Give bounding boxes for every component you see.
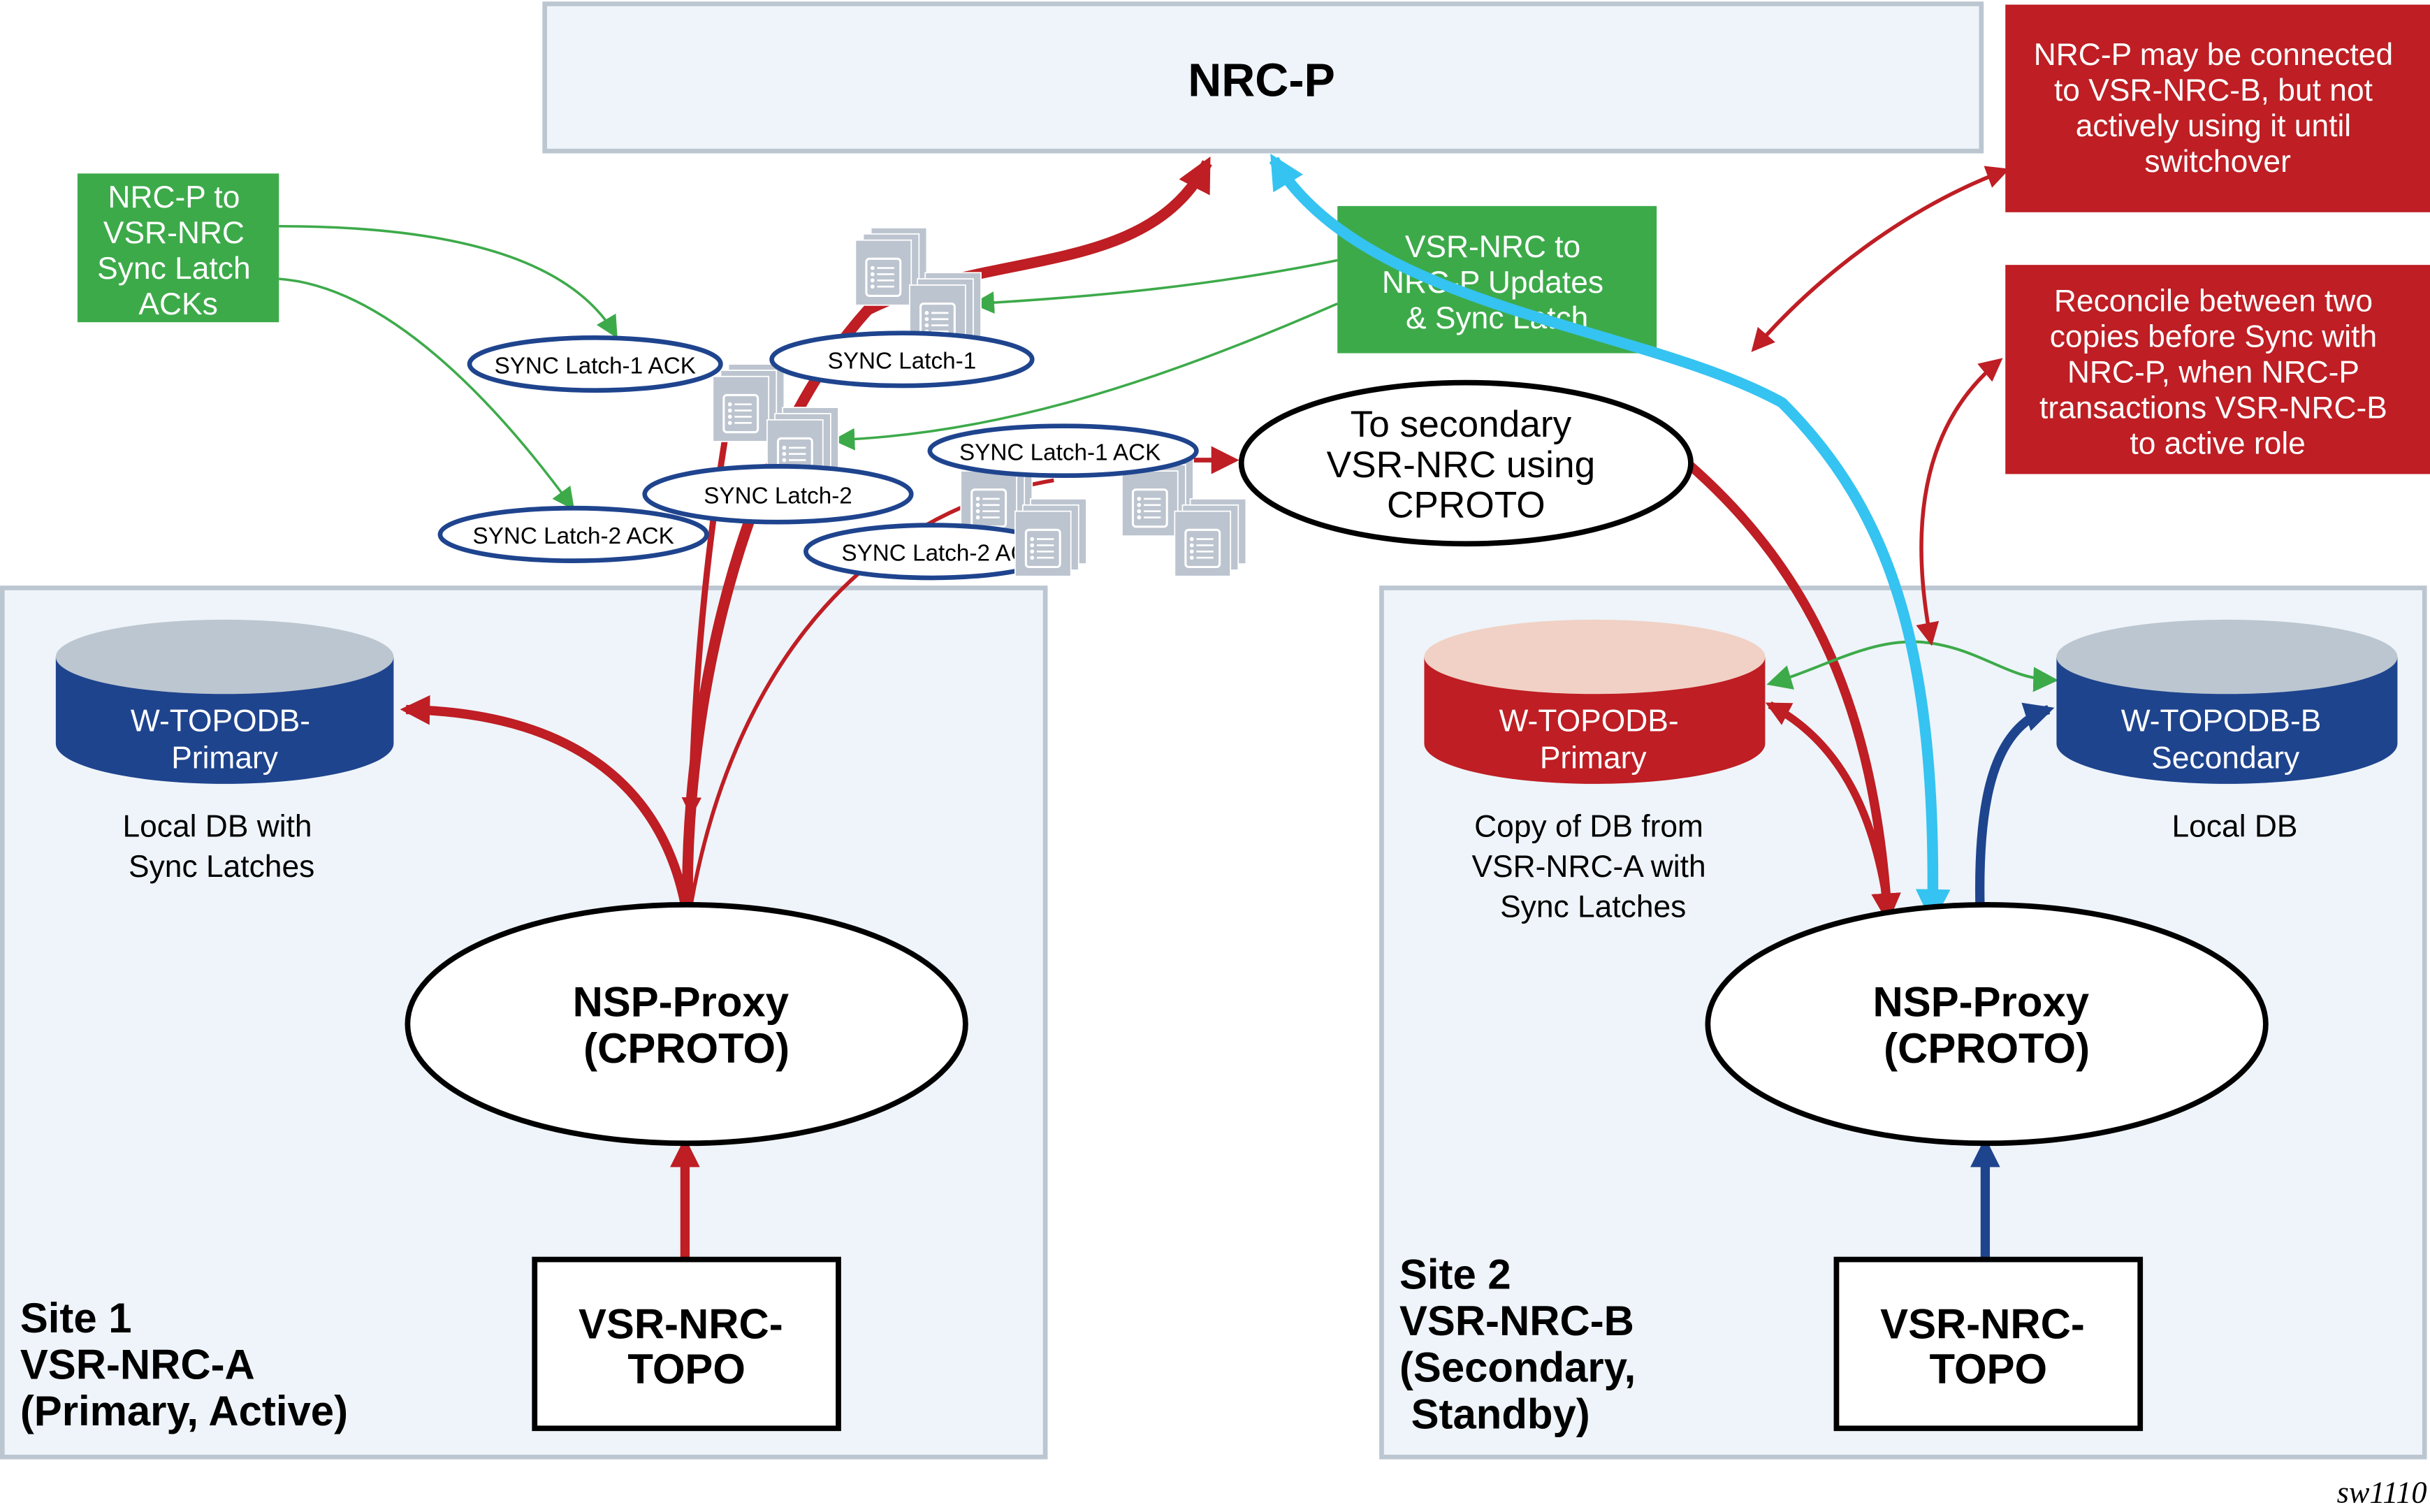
callout-nrc-p-acks: NRC-P to VSR-NRC Sync Latch ACKs [77,173,279,323]
db-label-line: Secondary [2151,741,2300,776]
figure-id-label: sw1110 [2337,1475,2427,1510]
caption-line: Sync Latches [129,850,314,884]
nrc-p-to-site2-proxy-arrow [1269,153,1951,924]
svg-text:NSP-Proxy (CPROTO): NSP-Proxy (CPROTO) [573,979,801,1073]
proxy-to-db-site1-arrow [400,695,693,923]
topo-label-line: TOPO [627,1346,745,1393]
callout-line: switchover [2144,145,2291,179]
site1-nsp-proxy[interactable]: NSP-Proxy (CPROTO) [405,901,968,1147]
site2-db-primary: W-TOPODB- Primary [1424,619,1766,784]
site1-db-caption: Local DB with Sync Latches [122,809,320,884]
svg-text:NSP-Proxy (CPROTO): NSP-Proxy (CPROTO) [1873,979,2101,1073]
svg-text:To secondary VSR-NRC usi: To secondary VSR-NRC using CPROTO [1327,404,1606,525]
callout-connected-double-arrow [1751,166,2010,352]
sync-oval: SYNC Latch-1 ACK [927,423,1199,479]
callout-line: copies before Sync with [2050,320,2377,354]
sync-oval-label: SYNC Latch-2 ACK [473,523,674,549]
sync-oval-label: SYNC Latch-1 ACK [959,440,1161,466]
callout-line: actively using it until [2076,109,2351,143]
site1-db-primary: W-TOPODB- Primary [55,619,394,784]
svg-text:NRC-P to VSR-NRC S: NRC-P to VSR-NRC Sync Latch ACKs [97,180,259,321]
callout-line: NRC-P, when NRC-P [2067,356,2359,390]
sync-oval: SYNC Latch-2 [642,464,914,525]
callout-line: VSR-NRC to [1405,230,1580,264]
caption-line: Local DB [2172,809,2298,843]
site-title-line: VSR-NRC-B [1399,1297,1634,1344]
svg-text:NRC-P may be connected t: NRC-P may be connected to VSR-NRC-B, but… [2034,38,2402,179]
callout-vsr-nrc-updates: VSR-NRC to NRC-P Updates & Sync Latch [1337,205,1657,354]
sync-oval-label: SYNC Latch-1 ACK [495,353,696,379]
site2-title: Site 2 VSR-NRC-B (Secondary, Standby) [1399,1251,1636,1438]
callout-line: transactions VSR-NRC-B [2039,391,2387,426]
site2-topo-box[interactable]: VSR-NRC- TOPO [1833,1256,2144,1432]
secondary-oval-line: VSR-NRC using [1327,444,1596,486]
site-title-line: (Secondary, [1399,1344,1636,1391]
callout-line: NRC-P may be connected [2034,38,2393,72]
secondary-vsr-nrc-oval: To secondary VSR-NRC using CPROTO [1238,379,1694,547]
topo-label-line: VSR-NRC- [579,1301,783,1348]
proxy-label-line: NSP-Proxy [1873,979,2089,1026]
nrc-p-box[interactable]: NRC-P [542,1,1984,154]
caption-line: Sync Latches [1500,890,1686,924]
proxy-label-line: (CPROTO) [583,1025,790,1072]
site-title-line: Site 2 [1399,1251,1511,1298]
db-label-line: W-TOPODB-B [2121,704,2322,739]
document-stack-icon [1173,497,1247,578]
callout-nrc-p-connected: NRC-P may be connected to VSR-NRC-B, but… [2005,4,2430,212]
topo-label-line: VSR-NRC- [1880,1301,2085,1348]
sync-oval-label: SYNC Latch-2 ACK [841,541,1042,567]
caption-line: Copy of DB from [1474,809,1703,843]
db-label-line: Primary [1540,741,1647,776]
sync-oval: SYNC Latch-2 ACK [803,523,1060,581]
secondary-oval-line: To secondary [1351,404,1572,445]
callout-line: VSR-NRC [103,216,245,250]
svg-text:W-TOPODB-B Secondary: W-TOPODB-B Secondary [2121,704,2330,776]
site-title-line: Site 1 [20,1295,132,1342]
callout-line: to VSR-NRC-B, but not [2054,73,2373,108]
document-stack-icon [1014,497,1088,578]
site2-db-secondary: W-TOPODB-B Secondary [2056,619,2398,784]
svg-text:Reconcile between two co: Reconcile between two copies before Sync… [2039,284,2396,461]
site1-title: Site 1 VSR-NRC-A (Primary, Active) [20,1295,348,1434]
topo-label-line: TOPO [1930,1346,2048,1393]
sync-oval: SYNC Latch-2 ACK [437,505,709,563]
callout-line: Reconcile between two [2054,284,2373,319]
proxy-label-line: (CPROTO) [1884,1025,2090,1072]
secondary-oval-line: CPROTO [1387,485,1545,526]
callout-line: ACKs [138,287,217,321]
svg-text:VSR-NRC to NRC-P Updates: VSR-NRC to NRC-P Updates & Sync Latch [1382,230,1613,335]
callout-line: to active role [2130,427,2305,461]
svg-text:VSR-NRC- TOPO: VSR-NRC- TOPO [579,1301,794,1393]
svg-text:W-TOPODB- Primary: W-TOPODB- Primary [1499,704,1687,776]
svg-text:VSR-NRC- TOPO: VSR-NRC- TOPO [1880,1301,2096,1393]
svg-text:W-TOPODB- Primary: W-TOPODB- Primary [131,704,319,776]
sync-oval-label: SYNC Latch-2 [704,484,852,509]
ack-arrow-latch2 [279,277,575,511]
site1-topo-box[interactable]: VSR-NRC- TOPO [532,1256,841,1432]
proxy-to-db-secondary-site2-arrow [1974,702,2055,925]
site2-nsp-proxy[interactable]: NSP-Proxy (CPROTO) [1705,901,2269,1147]
callout-line: Sync Latch [97,252,250,286]
site2-db-primary-caption: Copy of DB from VSR-NRC-A with Sync Latc… [1471,809,1714,924]
sync-oval: SYNC Latch-1 ACK [467,335,723,393]
nrc-p-label: NRC-P [1188,54,1335,106]
sync-oval: SYNC Latch-1 [769,330,1035,388]
site2-db-secondary-caption: Local DB [2172,809,2298,843]
db-label-line: W-TOPODB- [1499,704,1679,739]
caption-line: Local DB with [122,809,312,843]
db-label-line: Primary [171,741,279,776]
site-title-line: VSR-NRC-A [20,1341,255,1388]
db-label-line: W-TOPODB- [131,704,310,739]
callout-reconcile: Reconcile between two copies before Sync… [2005,265,2430,474]
proxy-label-line: NSP-Proxy [573,979,789,1026]
ack-arrow-latch1 [279,224,618,339]
update-arrow-latch2 [832,302,1338,451]
callout-line: NRC-P to [108,180,240,215]
caption-line: VSR-NRC-A with [1471,850,1705,884]
site-title-line: Standby) [1399,1390,1590,1437]
site-title-line: (Primary, Active) [20,1388,348,1434]
sync-oval-label: SYNC Latch-1 [828,349,977,375]
